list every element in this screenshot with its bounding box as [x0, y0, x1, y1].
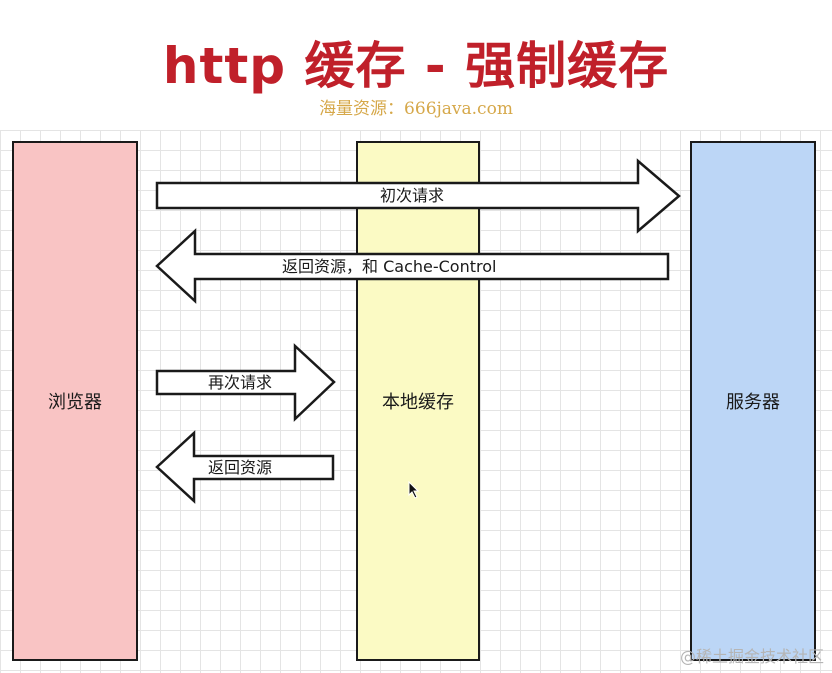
first-request-label: 初次请求 [380, 186, 445, 205]
second-request-arrow [155, 343, 336, 422]
return-cache-control-label: 返回资源，和 Cache-Control [282, 257, 497, 276]
bottom-watermark: @稀土掘金技术社区 [679, 647, 824, 666]
browser-label: 浏览器 [48, 392, 102, 413]
server-label: 服务器 [726, 392, 780, 413]
local-cache-column: 本地缓存 [356, 141, 480, 661]
top-watermark: 海量资源：666java.com [319, 99, 513, 119]
return-resource-label: 返回资源 [208, 458, 273, 477]
first-request-arrow [155, 158, 681, 234]
mouse-cursor-icon [408, 481, 420, 499]
second-request-label: 再次请求 [208, 373, 273, 392]
browser-column: 浏览器 [12, 141, 138, 661]
local-cache-label: 本地缓存 [382, 392, 454, 413]
server-column: 服务器 [690, 141, 816, 661]
return-resource-arrow [155, 430, 335, 504]
page-title: http 缓存 - 强制缓存 [162, 37, 670, 95]
return-cache-control-arrow [155, 228, 670, 304]
